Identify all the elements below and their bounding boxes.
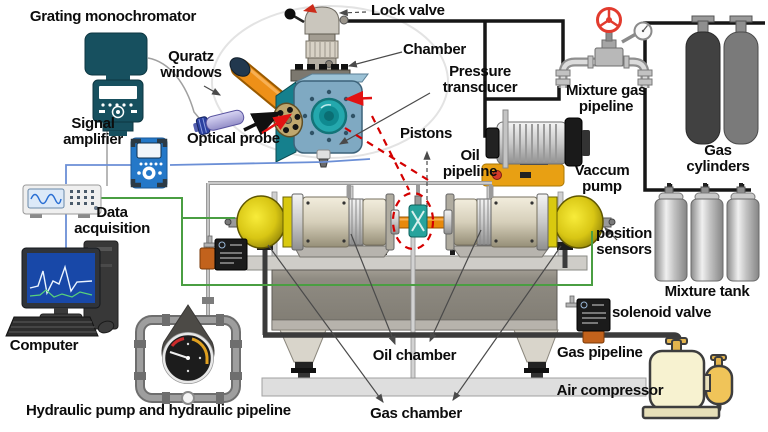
- probe-fiber-wire: [147, 57, 200, 119]
- label-quratz-windows: Quratz windows: [160, 48, 222, 81]
- hydraulic-pump-icon: [134, 304, 242, 405]
- label-optical-probe: Optical probe: [187, 130, 280, 147]
- mixture-tank-icon: [654, 183, 760, 282]
- air-compressor-icon: [641, 337, 734, 420]
- vacuum-pump-icon: [481, 109, 590, 187]
- gas-cylinder-dark: [685, 15, 721, 145]
- label-mixture-gas-pipeline: Mixture gas pipeline: [565, 82, 647, 115]
- right-compressor-cylinder-icon: [445, 193, 616, 258]
- mixture-gas-valve-icon: [555, 7, 653, 88]
- canister: [654, 183, 688, 282]
- label-hydraulic-pump-pipeline: Hydraulic pump and hydraulic pipeline: [26, 402, 291, 419]
- signal-wire-blue: [65, 158, 371, 248]
- label-oil-pipeline: Oil pipeline: [442, 147, 498, 180]
- label-gas-chamber: Gas chamber: [370, 405, 462, 422]
- sensor-wire-green: [101, 197, 593, 286]
- canister: [726, 183, 760, 282]
- label-signal-amplifier: Signal amplifier: [63, 115, 123, 148]
- signal-amplifier-icon: [130, 137, 168, 189]
- gas-cylinders-icon: [685, 15, 759, 145]
- label-grating-monochromator: Grating monochromator: [29, 8, 197, 25]
- blowup-dashed-outline: [344, 115, 435, 251]
- label-position-sensors: position sensors: [596, 225, 652, 258]
- label-oil-chamber: Oil chamber: [372, 347, 457, 364]
- optical-probe-icon: [193, 109, 245, 136]
- label-pressure-transducer: Pressure transducer: [442, 63, 518, 96]
- pressure-transducer-icon: [316, 149, 331, 168]
- label-lock-valve: Lock valve: [371, 2, 445, 19]
- label-air-compressor: Air compressor: [556, 382, 664, 399]
- pressure-gauge-icon: [621, 21, 653, 44]
- annotation-arrows: [203, 9, 618, 403]
- left-compressor-cylinder-icon: [224, 193, 395, 258]
- label-solenoid-valve: solenoid valve: [612, 304, 712, 321]
- position-sensor-icon: [608, 218, 616, 226]
- label-pistons: Pistons: [400, 125, 453, 142]
- position-sensor-icon: [224, 218, 232, 226]
- grating-monochromator-icon: [84, 32, 148, 136]
- canister: [690, 183, 724, 282]
- hydraulic-solenoid-valve-icon: [199, 235, 248, 271]
- label-computer: Computer: [9, 337, 79, 354]
- leveling-feet: [291, 362, 549, 379]
- central-oil-valve-icon: [408, 204, 428, 238]
- red-handwheel-icon: [596, 7, 622, 33]
- data-acquisition-icon: [22, 184, 102, 218]
- label-chamber: Chamber: [403, 41, 466, 58]
- computer-icon: [5, 240, 119, 337]
- solenoid-valve-icon: [565, 295, 611, 344]
- label-gas-pipeline: Gas pipeline: [557, 344, 643, 361]
- gas-cylinder-gray: [723, 15, 759, 145]
- label-data-acquisition: Data acquisition: [74, 204, 150, 237]
- label-gas-cylinders: Gas cylinders: [686, 142, 750, 175]
- lock-valve-icon: [284, 4, 351, 82]
- red-light-arrows: [261, 90, 373, 135]
- label-mixture-tank: Mixture tank: [664, 283, 750, 300]
- piston-shaft-icon: [390, 195, 453, 238]
- label-vaccum-pump: Vaccum pump: [574, 162, 630, 195]
